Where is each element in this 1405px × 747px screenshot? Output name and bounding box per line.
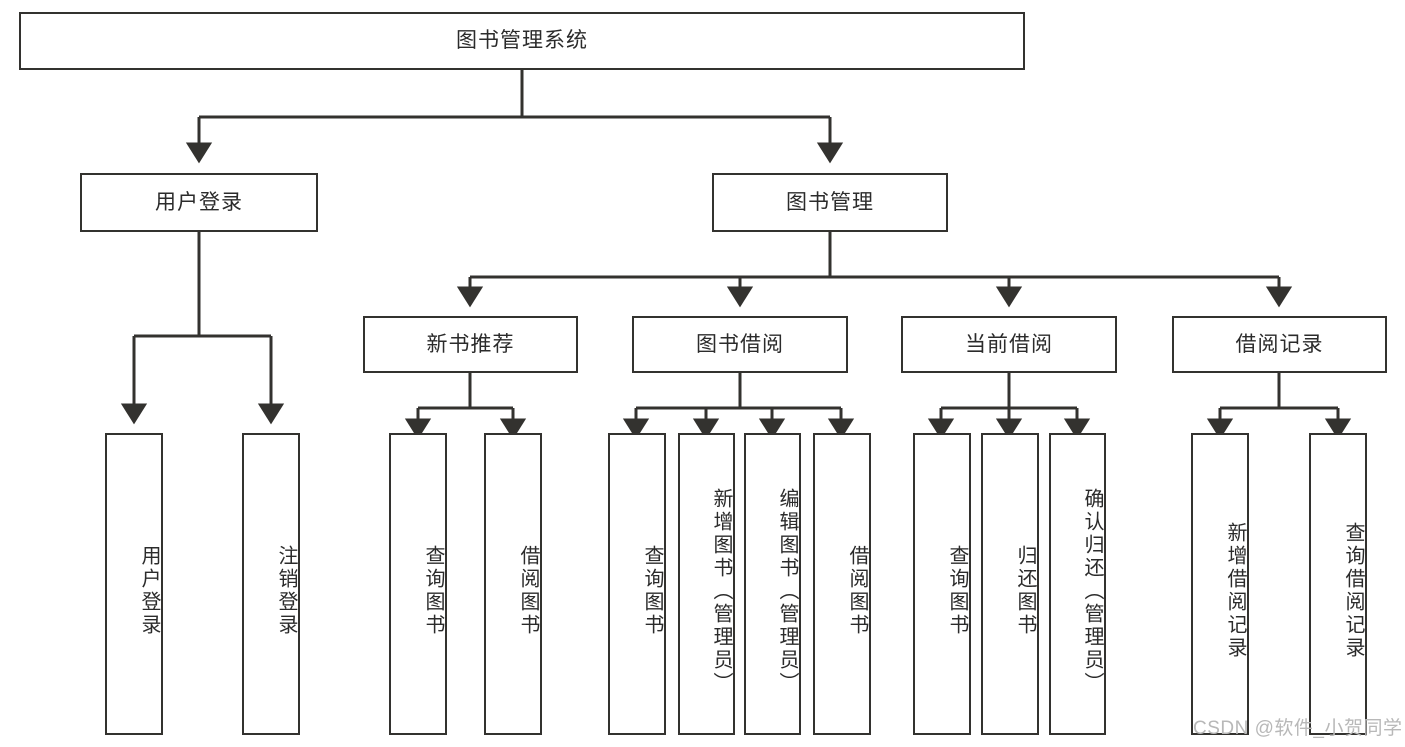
node-label: 新增借阅记录 <box>1224 522 1246 660</box>
node-label: 用户登录 <box>155 190 243 214</box>
node-new-book-recommend[interactable]: 新书推荐 <box>363 316 578 373</box>
node-label: 新书推荐 <box>426 332 515 356</box>
node-label: 查询图书 <box>641 545 663 637</box>
node-label: 确认归还（管理员） <box>1081 487 1103 695</box>
node-label: 查询图书 <box>422 545 444 637</box>
node-user-login[interactable]: 用户登录 <box>80 173 318 232</box>
node-label: 当前借阅 <box>965 332 1053 356</box>
node-label: 注销登录 <box>275 545 297 637</box>
node-label: 新增图书（管理员） <box>710 487 732 695</box>
leaf-confirm-return-admin[interactable]: 确认归还（管理员） <box>1049 433 1106 735</box>
leaf-edit-book-admin[interactable]: 编辑图书（管理员） <box>744 433 801 735</box>
node-title-book-management-system[interactable]: 图书管理系统 <box>19 12 1025 70</box>
node-label: 借阅图书 <box>517 545 539 637</box>
leaf-add-book-admin[interactable]: 新增图书（管理员） <box>678 433 735 735</box>
leaf-query-book-borrow[interactable]: 查询图书 <box>608 433 666 735</box>
node-label: 借阅记录 <box>1235 332 1324 356</box>
leaf-logout-login[interactable]: 注销登录 <box>242 433 300 735</box>
watermark-csdn: CSDN @软件_小贺同学 <box>1193 718 1403 739</box>
node-label: 用户登录 <box>138 545 160 637</box>
node-label: 归还图书 <box>1014 545 1036 637</box>
node-label: 编辑图书（管理员） <box>776 487 798 695</box>
node-label: 借阅图书 <box>846 545 868 637</box>
leaf-borrow-book-recommend[interactable]: 借阅图书 <box>484 433 542 735</box>
node-borrow-record[interactable]: 借阅记录 <box>1172 316 1387 373</box>
node-label: 查询图书 <box>946 545 968 637</box>
leaf-query-book-current[interactable]: 查询图书 <box>913 433 971 735</box>
node-label: 图书管理 <box>786 190 874 214</box>
leaf-return-book[interactable]: 归还图书 <box>981 433 1039 735</box>
node-label: 图书借阅 <box>696 332 784 356</box>
node-label: 图书管理系统 <box>456 29 588 53</box>
leaf-query-borrow-record[interactable]: 查询借阅记录 <box>1309 433 1367 735</box>
leaf-query-book-recommend[interactable]: 查询图书 <box>389 433 447 735</box>
node-book-management[interactable]: 图书管理 <box>712 173 948 232</box>
leaf-user-login[interactable]: 用户登录 <box>105 433 163 735</box>
node-current-borrow[interactable]: 当前借阅 <box>901 316 1117 373</box>
node-label: 查询借阅记录 <box>1342 522 1364 660</box>
leaf-borrow-book[interactable]: 借阅图书 <box>813 433 871 735</box>
leaf-add-borrow-record[interactable]: 新增借阅记录 <box>1191 433 1249 735</box>
node-book-borrow[interactable]: 图书借阅 <box>632 316 848 373</box>
